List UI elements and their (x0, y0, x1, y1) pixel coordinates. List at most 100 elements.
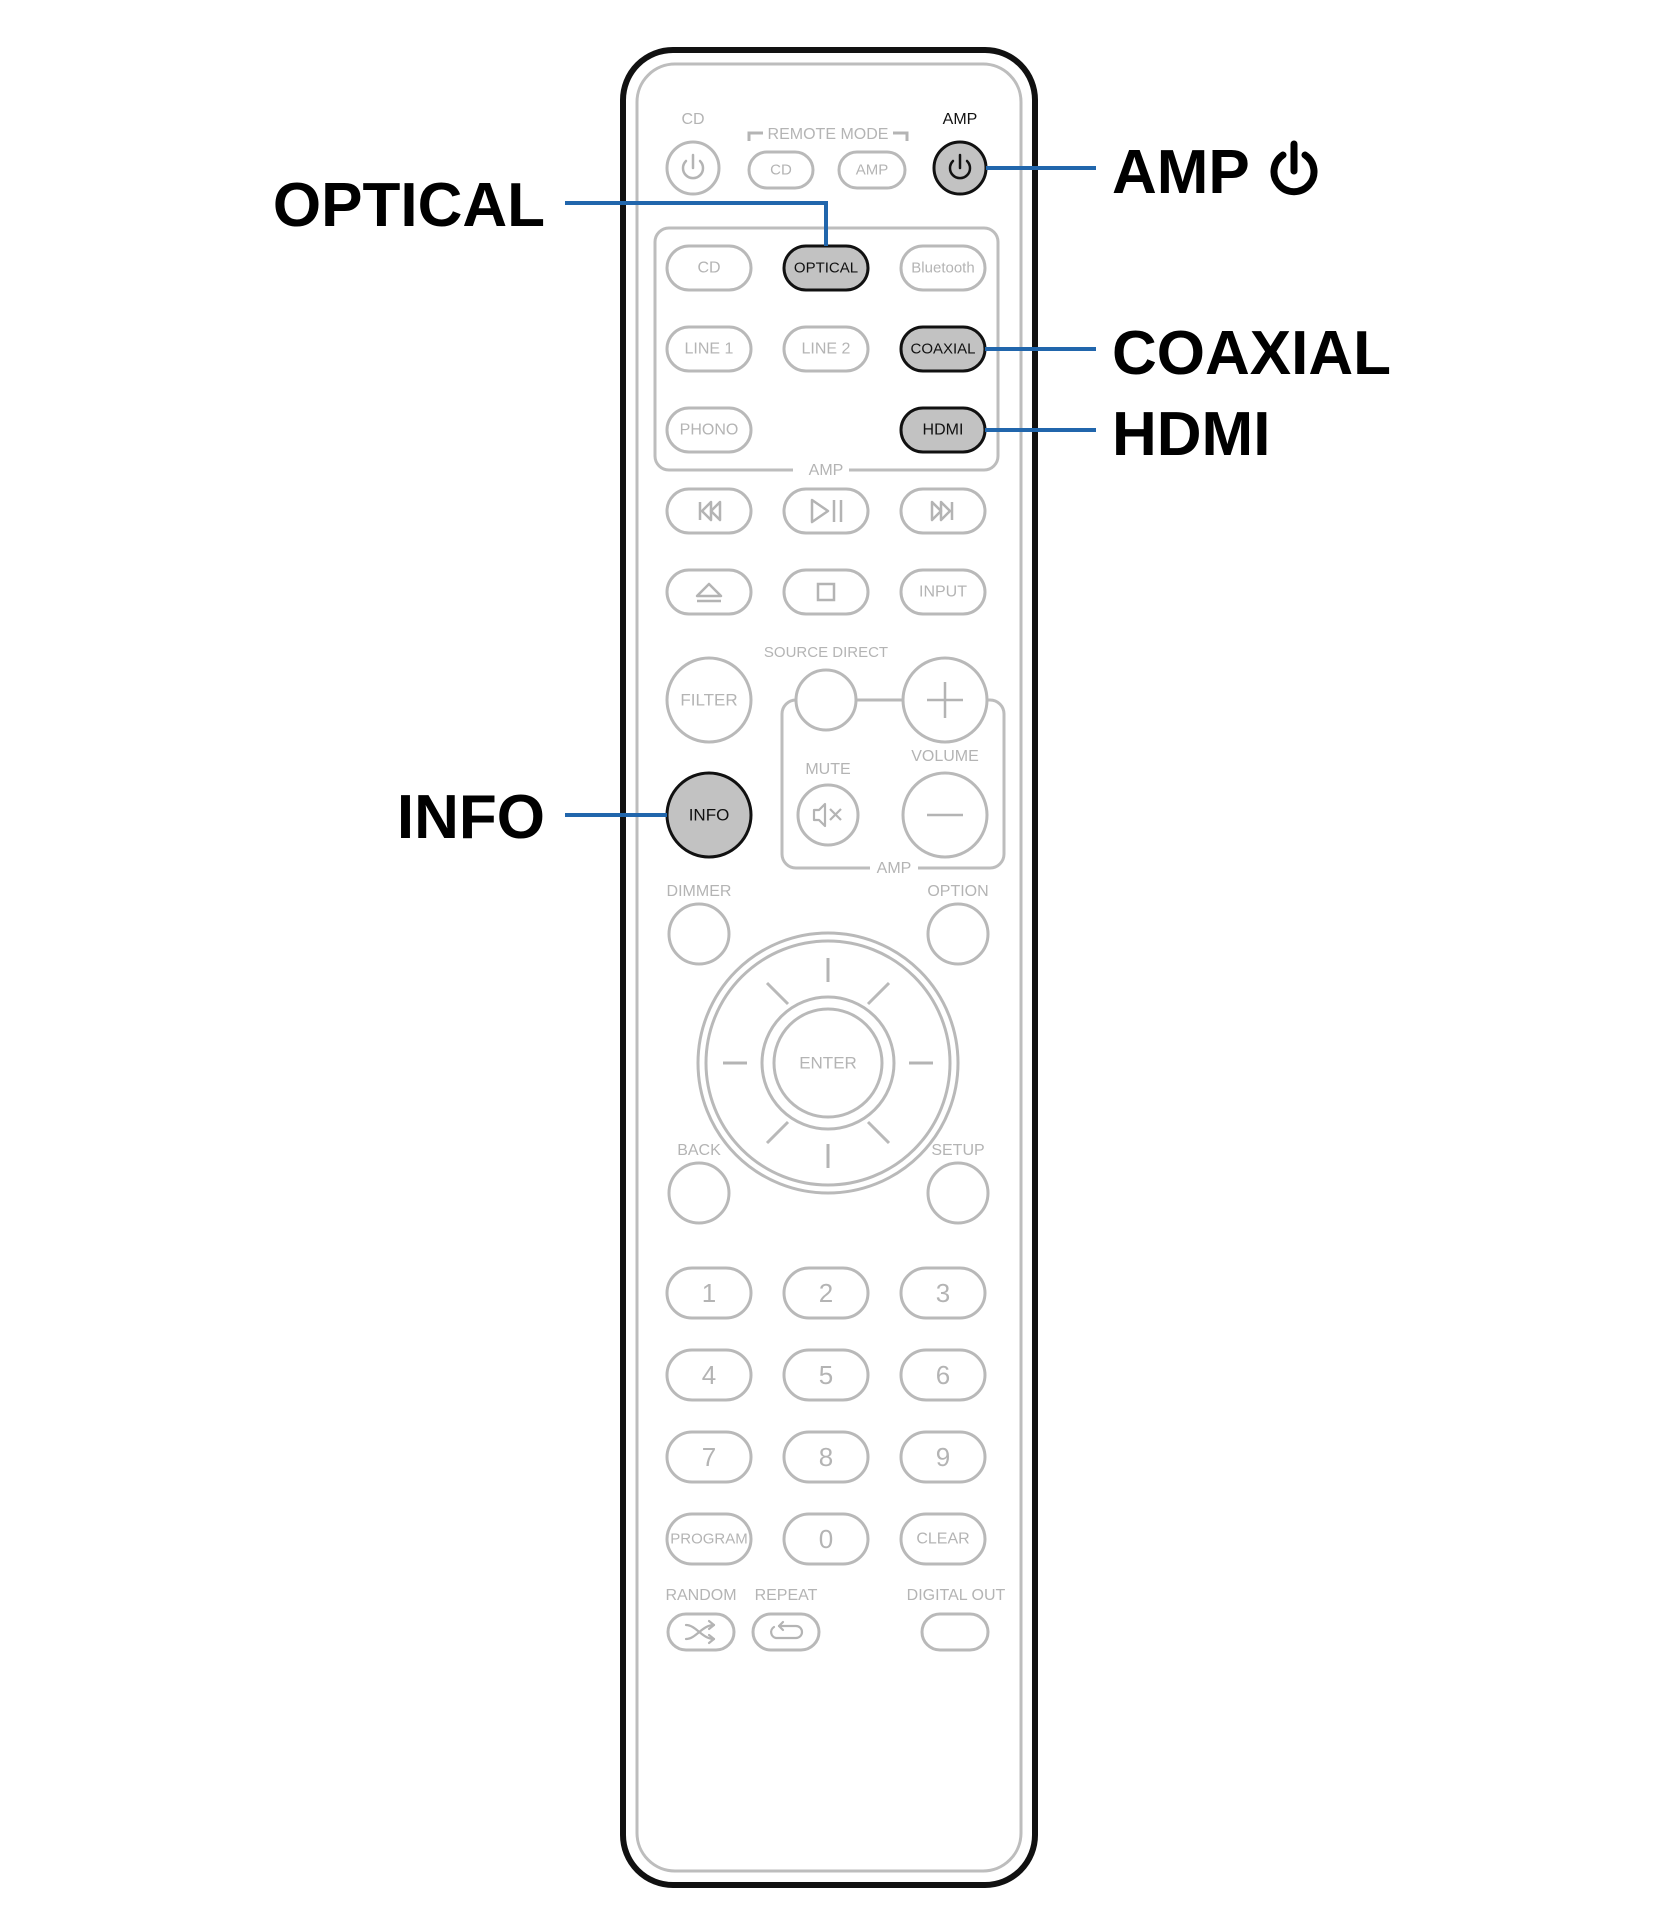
svg-text:INFO: INFO (689, 806, 730, 825)
option-button[interactable] (926, 902, 990, 966)
number-button-0[interactable]: 0 (782, 1512, 870, 1566)
play-pause-icon (810, 498, 843, 524)
amp-group-bottom-label: AMP (877, 860, 912, 877)
play-pause-button[interactable] (782, 487, 870, 535)
repeat-icon (770, 1620, 804, 1640)
svg-text:7: 7 (702, 1442, 716, 1472)
number-button-7[interactable]: 7 (665, 1430, 753, 1484)
svg-text:LINE 1: LINE 1 (685, 341, 734, 358)
svg-text:1: 1 (702, 1278, 716, 1308)
cd-power-button[interactable] (665, 140, 721, 196)
number-button-3[interactable]: 3 (899, 1266, 987, 1320)
info-callout: INFO (397, 783, 545, 852)
coaxial-callout: COAXIAL (1112, 319, 1391, 388)
volume-label: VOLUME (911, 748, 979, 765)
hdmi-button[interactable]: HDMI (899, 406, 987, 454)
remote-mode-amp-button[interactable]: AMP (837, 150, 907, 190)
svg-text:COAXIAL: COAXIAL (910, 341, 975, 358)
callout-lines (565, 166, 1096, 817)
random-icon (684, 1619, 716, 1645)
repeat-button[interactable] (751, 1612, 821, 1652)
program-button[interactable]: PROGRAM (665, 1512, 753, 1566)
svg-text:AMP: AMP (856, 162, 889, 179)
svg-text:2: 2 (819, 1278, 833, 1308)
dimmer-label: DIMMER (667, 883, 732, 900)
svg-text:9: 9 (936, 1442, 950, 1472)
phono-button[interactable]: PHONO (665, 406, 753, 454)
setup-label: SETUP (931, 1142, 984, 1159)
mute-button[interactable] (796, 783, 860, 847)
stop-icon (816, 582, 836, 602)
svg-text:FILTER: FILTER (680, 691, 737, 710)
remote-inner-outline (635, 62, 1023, 1873)
svg-text:4: 4 (702, 1360, 716, 1390)
svg-text:6: 6 (936, 1360, 950, 1390)
source-direct-button[interactable] (794, 668, 858, 732)
amp-callout: AMP (1112, 138, 1250, 207)
line1-button[interactable]: LINE 1 (665, 325, 753, 373)
number-button-1[interactable]: 1 (665, 1266, 753, 1320)
optical-button[interactable]: OPTICAL (782, 244, 870, 292)
bluetooth-button[interactable]: Bluetooth (899, 244, 987, 292)
svg-text:PROGRAM: PROGRAM (670, 1531, 748, 1548)
svg-text:PHONO: PHONO (680, 422, 739, 439)
filter-button[interactable]: FILTER (665, 656, 753, 744)
clear-button[interactable]: CLEAR (899, 1512, 987, 1566)
previous-button[interactable] (665, 487, 753, 535)
amp-power-button[interactable] (932, 140, 988, 196)
svg-text:CD: CD (697, 260, 720, 277)
volume-up-button[interactable] (901, 656, 989, 744)
remote-mode-cd-button[interactable]: CD (747, 150, 815, 190)
number-button-4[interactable]: 4 (665, 1348, 753, 1402)
info-button[interactable]: INFO (665, 771, 753, 859)
mute-label: MUTE (805, 761, 850, 778)
svg-text:INPUT: INPUT (919, 584, 967, 601)
cd-power-label: CD (681, 111, 704, 128)
random-label: RANDOM (665, 1587, 736, 1604)
svg-text:CD: CD (770, 162, 792, 179)
optical-callout: OPTICAL (273, 171, 545, 240)
back-label: BACK (677, 1142, 721, 1159)
svg-text:Bluetooth: Bluetooth (911, 260, 974, 277)
setup-button[interactable] (926, 1161, 990, 1225)
source-direct-label: SOURCE DIRECT (764, 644, 888, 661)
number-button-9[interactable]: 9 (899, 1430, 987, 1484)
navigation-pad (696, 931, 960, 1195)
coaxial-button[interactable]: COAXIAL (899, 325, 987, 373)
power-icon (948, 153, 972, 180)
next-icon (930, 500, 954, 522)
svg-text:0: 0 (819, 1524, 833, 1554)
amp-power-label: AMP (943, 111, 978, 128)
svg-text:CLEAR: CLEAR (916, 1531, 969, 1548)
previous-icon (698, 500, 722, 522)
amp-group-top-label: AMP (809, 462, 844, 479)
digital-out-label: DIGITAL OUT (907, 1587, 1006, 1604)
number-button-2[interactable]: 2 (782, 1266, 870, 1320)
dimmer-button[interactable] (667, 902, 731, 966)
svg-text:3: 3 (936, 1278, 950, 1308)
plus-icon (927, 682, 963, 718)
random-button[interactable] (666, 1612, 736, 1652)
digital-out-button[interactable] (920, 1612, 990, 1652)
back-button[interactable] (667, 1161, 731, 1225)
input-button[interactable]: INPUT (899, 568, 987, 616)
svg-text:LINE 2: LINE 2 (802, 341, 851, 358)
stop-button[interactable] (782, 568, 870, 616)
svg-text:OPTICAL: OPTICAL (794, 260, 858, 277)
source-cd-button[interactable]: CD (665, 244, 753, 292)
number-button-6[interactable]: 6 (899, 1348, 987, 1402)
power-icon (681, 153, 705, 180)
svg-text:HDMI: HDMI (923, 422, 964, 439)
remote-mode-label: REMOTE MODE (768, 126, 889, 143)
line2-button[interactable]: LINE 2 (782, 325, 870, 373)
option-label: OPTION (927, 883, 988, 900)
remote-mode-bracket (747, 131, 909, 141)
enter-button[interactable]: ENTER (772, 1007, 884, 1119)
power-icon (1270, 140, 1318, 196)
number-button-8[interactable]: 8 (782, 1430, 870, 1484)
svg-text:ENTER: ENTER (799, 1054, 857, 1073)
next-button[interactable] (899, 487, 987, 535)
eject-button[interactable] (665, 568, 753, 616)
number-button-5[interactable]: 5 (782, 1348, 870, 1402)
volume-down-button[interactable] (901, 771, 989, 859)
